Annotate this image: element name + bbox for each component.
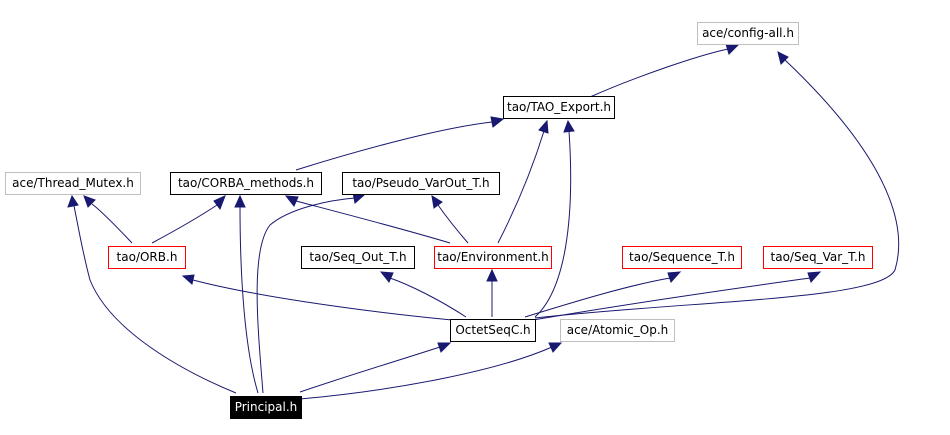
node-pseudo-varout[interactable]: tao/Pseudo_VarOut_T.h bbox=[342, 172, 500, 195]
edge-principal-to-atomic-op-arrowhead bbox=[548, 342, 563, 353]
node-sequence-t[interactable]: tao/Sequence_T.h bbox=[622, 246, 742, 269]
edge-octetseq-to-seq-var-arrowhead bbox=[807, 271, 822, 283]
edge-principal-to-corba-methods bbox=[239, 205, 259, 394]
node-corba-methods[interactable]: tao/CORBA_methods.h bbox=[170, 172, 322, 195]
edge-octetseq-to-tao-export-arrowhead bbox=[563, 119, 575, 133]
graph-edges bbox=[67, 43, 900, 400]
node-tao-export[interactable]: tao/TAO_Export.h bbox=[503, 96, 615, 119]
edge-environment-to-tao-export-arrowhead bbox=[538, 119, 549, 134]
edge-principal-to-pseudo-varout bbox=[256, 197, 356, 394]
node-seq-var[interactable]: tao/Seq_Var_T.h bbox=[763, 246, 873, 269]
node-octetseq[interactable]: OctetSeqC.h bbox=[450, 319, 536, 342]
edge-environment-to-corba-methods bbox=[295, 200, 451, 244]
node-seq-out[interactable]: tao/Seq_Out_T.h bbox=[301, 246, 415, 269]
edge-environment-to-corba-methods-arrowhead bbox=[284, 195, 299, 207]
node-orb[interactable]: tao/ORB.h bbox=[108, 246, 186, 269]
edge-octetseq-to-config-all bbox=[534, 59, 900, 319]
edge-environment-to-pseudo-varout-arrowhead bbox=[431, 195, 443, 209]
edge-environment-to-tao-export bbox=[497, 130, 545, 244]
edge-principal-to-octetseq bbox=[299, 346, 441, 393]
edge-octetseq-to-sequence-t-arrowhead bbox=[667, 271, 682, 283]
edge-octetseq-to-sequence-t bbox=[524, 277, 671, 318]
edge-principal-to-octetseq-arrowhead bbox=[437, 342, 452, 353]
edge-principal-to-corba-methods-arrowhead bbox=[234, 194, 246, 208]
edge-octetseq-to-seq-out-arrowhead bbox=[379, 271, 394, 283]
node-atomic-op[interactable]: ace/Atomic_Op.h bbox=[560, 319, 675, 342]
edge-principal-to-thread-mutex bbox=[73, 205, 237, 394]
edge-octetseq-to-config-all-arrowhead bbox=[777, 51, 789, 65]
edge-octetseq-to-tao-export bbox=[534, 130, 572, 318]
edge-corba-methods-to-tao-export bbox=[295, 121, 493, 171]
node-config-all[interactable]: ace/config-all.h bbox=[697, 22, 799, 45]
edge-tao-export-to-config-all-arrowhead bbox=[725, 43, 740, 55]
node-thread-mutex[interactable]: ace/Thread_Mutex.h bbox=[5, 172, 141, 195]
edge-orb-to-thread-mutex-arrowhead bbox=[83, 195, 96, 208]
edge-octetseq-to-seq-var bbox=[532, 277, 811, 321]
edge-octetseq-to-environment-arrowhead bbox=[486, 268, 498, 282]
edge-tao-export-to-config-all bbox=[589, 48, 729, 98]
edge-environment-to-pseudo-varout bbox=[437, 204, 469, 244]
edge-octetseq-to-orb bbox=[192, 279, 453, 321]
node-environment[interactable]: tao/Environment.h bbox=[434, 246, 552, 269]
edge-principal-to-thread-mutex-arrowhead bbox=[67, 194, 79, 208]
edge-orb-to-corba-methods-arrowhead bbox=[213, 195, 226, 211]
edge-octetseq-to-orb-arrowhead bbox=[181, 274, 195, 285]
node-principal: Principal.h bbox=[230, 396, 302, 419]
edge-orb-to-corba-methods bbox=[151, 204, 218, 244]
edge-octetseq-to-seq-out bbox=[389, 277, 467, 318]
edge-orb-to-thread-mutex bbox=[91, 203, 133, 244]
edge-principal-to-atomic-op bbox=[299, 346, 553, 400]
edge-corba-methods-to-tao-export-arrowhead bbox=[490, 116, 505, 128]
